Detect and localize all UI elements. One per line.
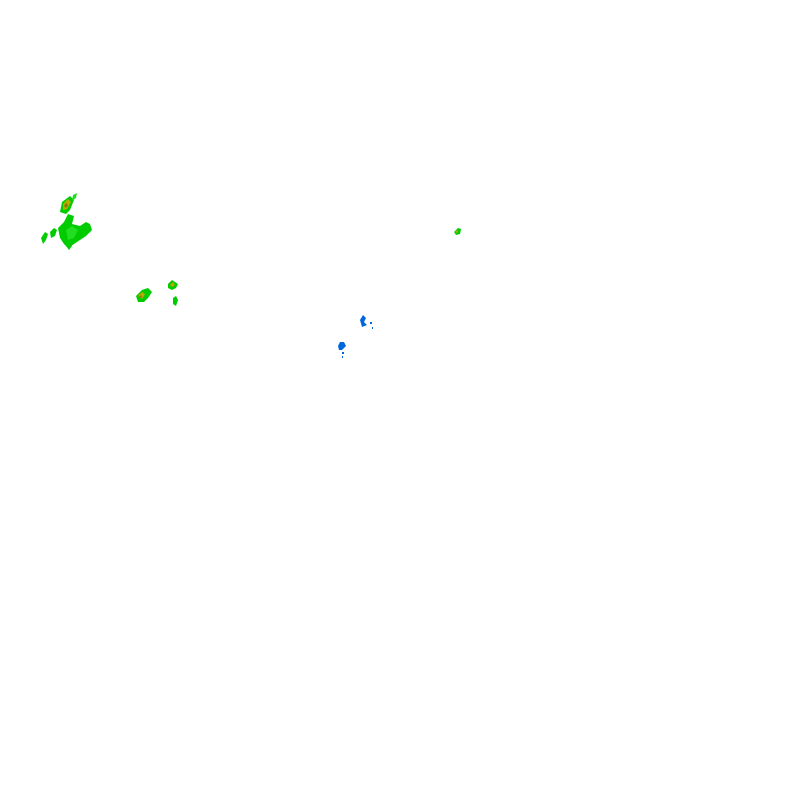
echo-cell-west-streak	[72, 193, 77, 201]
echo-cell-cl-dot-2	[372, 327, 373, 329]
echo-cluster-central-light	[338, 315, 373, 358]
echo-cell-west-heavy-edge	[64, 203, 68, 208]
echo-cell-cl-lower	[338, 342, 346, 350]
echo-cluster-central-east	[454, 228, 461, 235]
echo-cell-west-tail	[66, 242, 72, 250]
echo-cell-west-small	[50, 228, 57, 238]
echo-cell-cl-upper	[360, 315, 367, 327]
echo-cluster-west	[41, 193, 92, 250]
echo-cell-west-left	[41, 232, 48, 244]
echo-cell-ce-heavy	[455, 230, 458, 233]
echo-cluster-southwest	[136, 280, 178, 306]
echo-cell-cl-dot-1	[370, 322, 372, 324]
echo-cell-west-main-bright	[66, 226, 78, 240]
echo-cell-sw-heavy-edge	[139, 295, 142, 298]
echo-cell-sw-drop	[173, 296, 178, 306]
echo-cell-sw-right-heavy	[170, 282, 175, 287]
echo-cell-cl-dot-4	[342, 356, 343, 358]
echo-cell-cl-dot-3	[342, 352, 344, 354]
